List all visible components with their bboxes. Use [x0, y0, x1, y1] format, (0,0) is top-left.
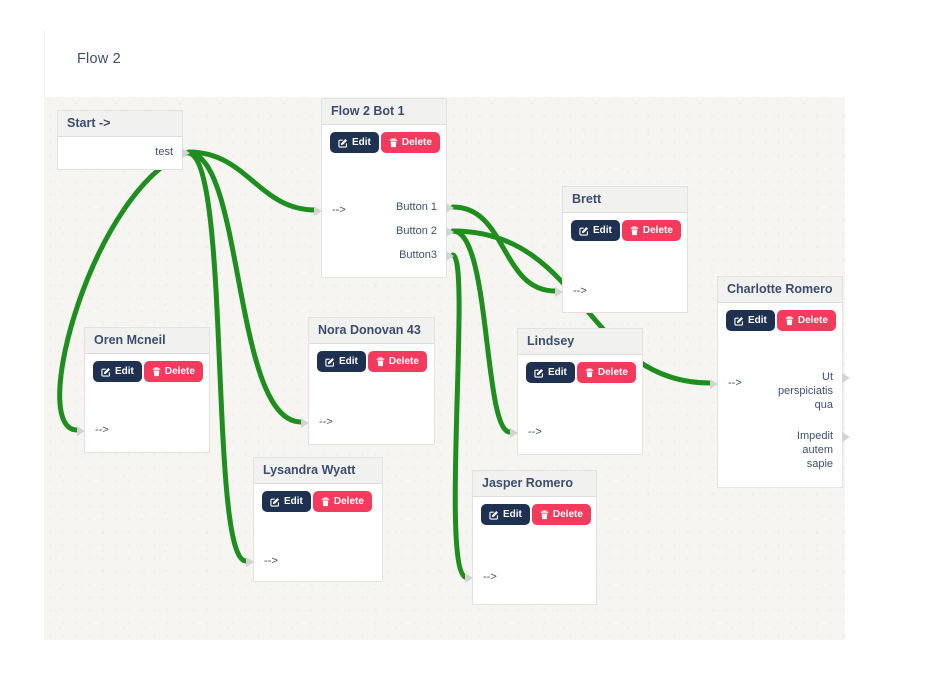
- trash-icon: [540, 509, 549, 519]
- trash-icon: [376, 356, 385, 366]
- node-title: Oren Mcneil: [85, 328, 209, 354]
- node-title: Brett: [563, 187, 687, 213]
- input-port[interactable]: [314, 206, 322, 216]
- delete-button[interactable]: Delete: [776, 310, 836, 331]
- output-port[interactable]: [446, 227, 454, 237]
- output-label: Ut perspiciatis qua: [777, 371, 833, 411]
- output-label: Button 1: [396, 201, 437, 213]
- output-label: Impedit autem sapie: [796, 430, 833, 470]
- node-title: Nora Donovan 43: [309, 318, 434, 344]
- output-label: test: [155, 146, 173, 158]
- connection-start.test-to-oren.in[interactable]: [57, 149, 192, 433]
- trash-icon: [389, 137, 398, 147]
- output-port[interactable]: [842, 373, 850, 383]
- input-port[interactable]: [555, 287, 563, 297]
- input-port[interactable]: [510, 428, 518, 438]
- delete-button[interactable]: Delete: [621, 220, 681, 241]
- connection-flow2bot1.button1-to-brett.in[interactable]: [450, 204, 558, 294]
- edit-button[interactable]: Edit: [330, 132, 379, 153]
- node-title: Jasper Romero: [473, 471, 596, 497]
- output-port[interactable]: [446, 251, 454, 261]
- input-label: -->: [528, 426, 542, 438]
- output-label: Button 2: [396, 225, 437, 237]
- input-label: -->: [728, 377, 742, 389]
- output-label: Button3: [399, 249, 437, 261]
- input-label: -->: [483, 571, 497, 583]
- trash-icon: [585, 367, 594, 377]
- input-port[interactable]: [465, 573, 473, 583]
- edit-button[interactable]: Edit: [262, 491, 311, 512]
- page-title: Flow 2: [77, 51, 121, 67]
- flow-header-bar: Flow 2: [44, 30, 846, 97]
- edit-icon: [325, 357, 334, 367]
- input-label: -->: [319, 416, 333, 428]
- edit-icon: [734, 316, 743, 326]
- delete-button[interactable]: Delete: [531, 504, 591, 525]
- connection-flow2bot1.button3-to-jasper.in[interactable]: [450, 252, 468, 580]
- node-title: Lindsey: [518, 329, 642, 355]
- delete-button[interactable]: Delete: [143, 361, 203, 382]
- edit-button[interactable]: Edit: [526, 362, 575, 383]
- input-port[interactable]: [77, 426, 85, 436]
- input-port[interactable]: [246, 557, 254, 567]
- node-title: Lysandra Wyatt: [254, 458, 382, 484]
- input-label: -->: [95, 424, 109, 436]
- delete-button[interactable]: Delete: [367, 351, 427, 372]
- input-port[interactable]: [710, 379, 718, 389]
- input-label: -->: [332, 204, 346, 216]
- delete-button[interactable]: Delete: [380, 132, 440, 153]
- delete-button[interactable]: Delete: [576, 362, 636, 383]
- connection-flow2bot1.button2-to-lindsey.in[interactable]: [450, 228, 513, 435]
- node-title: Charlotte Romero: [718, 277, 842, 303]
- trash-icon: [785, 315, 794, 325]
- connection-start.test-to-nora.in[interactable]: [186, 150, 304, 425]
- node-title: Start ->: [58, 111, 182, 137]
- edit-icon: [534, 368, 543, 378]
- output-port[interactable]: [842, 432, 850, 442]
- connection-start.test-to-flow2bot1.in[interactable]: [186, 149, 318, 213]
- edit-button[interactable]: Edit: [93, 361, 142, 382]
- edit-icon: [489, 510, 498, 520]
- edit-button[interactable]: Edit: [317, 351, 366, 372]
- edit-icon: [579, 226, 588, 236]
- edit-button[interactable]: Edit: [481, 504, 530, 525]
- input-label: -->: [573, 285, 587, 297]
- output-port[interactable]: [446, 203, 454, 213]
- connection-start.test-to-lysandra.in[interactable]: [186, 150, 249, 564]
- trash-icon: [321, 496, 330, 506]
- delete-button[interactable]: Delete: [312, 491, 372, 512]
- trash-icon: [152, 366, 161, 376]
- trash-icon: [630, 225, 639, 235]
- input-label: -->: [264, 555, 278, 567]
- output-port[interactable]: [182, 148, 190, 158]
- edit-icon: [338, 138, 347, 148]
- edit-icon: [270, 497, 279, 507]
- input-port[interactable]: [301, 418, 309, 428]
- edit-icon: [101, 367, 110, 377]
- edit-button[interactable]: Edit: [726, 310, 775, 331]
- node-title: Flow 2 Bot 1: [322, 99, 446, 125]
- edit-button[interactable]: Edit: [571, 220, 620, 241]
- node-start[interactable]: Start -> test: [57, 110, 190, 170]
